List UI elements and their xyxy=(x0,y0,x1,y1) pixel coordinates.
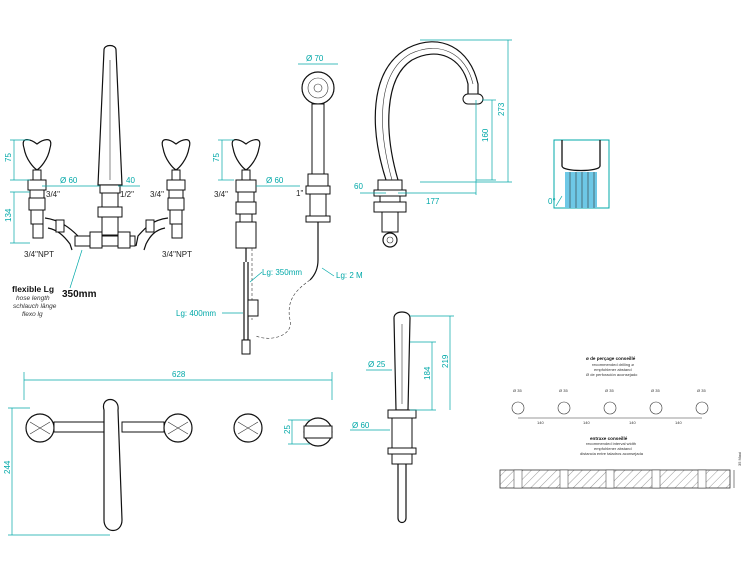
thread-1-2: 1/2" xyxy=(120,190,134,199)
drill-sub2: empfohlener abstand xyxy=(594,367,632,372)
hose-2m-label: Lg: 2 M xyxy=(336,271,363,280)
entraxe-sub3: distancia entre taladros aconsejada xyxy=(580,451,644,456)
mixer-top-view: 628 244 25 xyxy=(3,370,333,536)
dim-628: 628 xyxy=(172,370,186,379)
npt-right: 3/4"NPT xyxy=(162,250,192,259)
hose-de: schlauch länge xyxy=(13,303,57,310)
diverter-and-handshower: 75 Ø 60 3/4" Lg: 350mm Lg: 400mm Ø 70 1"… xyxy=(176,54,363,355)
entraxe-sub1: recommended interval width xyxy=(586,441,636,446)
dim-244: 244 xyxy=(3,460,12,474)
spacing-3: 140 xyxy=(629,420,636,425)
dim-spout-177: 177 xyxy=(426,197,440,206)
angle-0: 0° xyxy=(548,197,556,206)
dim-dia-60-bottom: Ø 60 xyxy=(352,421,370,430)
drill-sub1: recommended drilling ø xyxy=(592,362,634,367)
entraxe-sub2: empfohlener abstand xyxy=(594,446,632,451)
dim-spout-273: 273 xyxy=(497,102,506,116)
hose-400mm-label: Lg: 400mm xyxy=(176,309,216,318)
hole-dia-3: Ø 35 xyxy=(605,388,614,393)
hole-dia-1: Ø 35 xyxy=(513,388,522,393)
dim-dia-70: Ø 70 xyxy=(306,54,324,63)
spacing-1: 140 xyxy=(537,420,544,425)
npt-left: 3/4"NPT xyxy=(24,250,54,259)
thread-3-4-left: 3/4" xyxy=(46,190,60,199)
hose-en: hose length xyxy=(16,295,50,302)
hose-title: flexible Lg xyxy=(12,284,54,294)
spacing-2: 140 xyxy=(583,420,590,425)
spacing-4: 140 xyxy=(675,420,682,425)
dim-dia-60-mid: Ø 60 xyxy=(266,176,284,185)
thread-3-4-right: 3/4" xyxy=(150,190,164,199)
dim-134: 134 xyxy=(4,208,13,222)
dim-spout-60: 60 xyxy=(354,182,363,191)
dim-dia-60-left: Ø 60 xyxy=(60,176,78,185)
dim-40: 40 xyxy=(126,176,135,185)
hole-dia-5: Ø 35 xyxy=(697,388,706,393)
mixer-front-view: 75 134 Ø 60 40 3/4" 1/2" 3/4" 3/4"NPT 3/… xyxy=(4,44,192,318)
hose-350mm-label: Lg: 350mm xyxy=(262,268,302,277)
dim-75-mid: 75 xyxy=(212,153,221,162)
dim-184: 184 xyxy=(423,366,432,380)
thread-1: 1" xyxy=(296,189,303,198)
drilling-template: ø de perçage conseillé recommended drill… xyxy=(499,356,742,489)
hole-dia-4: Ø 35 xyxy=(651,388,660,393)
dim-dia-25: Ø 25 xyxy=(368,360,386,369)
drill-sub3: Ø de perforación aconsejado xyxy=(586,372,638,377)
dim-75-left: 75 xyxy=(4,153,13,162)
dim-219: 219 xyxy=(441,354,450,368)
max-thickness: 35 Maxi xyxy=(737,452,742,466)
outlet-detail: 0° xyxy=(548,139,610,209)
drill-title: ø de perçage conseillé xyxy=(586,356,636,361)
spout-side-view: 60 177 160 273 xyxy=(354,39,512,248)
thread-3-4-mid: 3/4" xyxy=(214,190,228,199)
hose-length-value: 350mm xyxy=(62,289,97,300)
handshower-holder: Ø 25 184 219 Ø 60 xyxy=(350,311,454,524)
hole-dia-2: Ø 35 xyxy=(559,388,568,393)
hose-it: flexo lg xyxy=(22,311,43,318)
entraxe-title: entraxe conseillé xyxy=(590,436,628,441)
dim-25: 25 xyxy=(283,425,292,434)
dim-spout-160: 160 xyxy=(481,128,490,142)
